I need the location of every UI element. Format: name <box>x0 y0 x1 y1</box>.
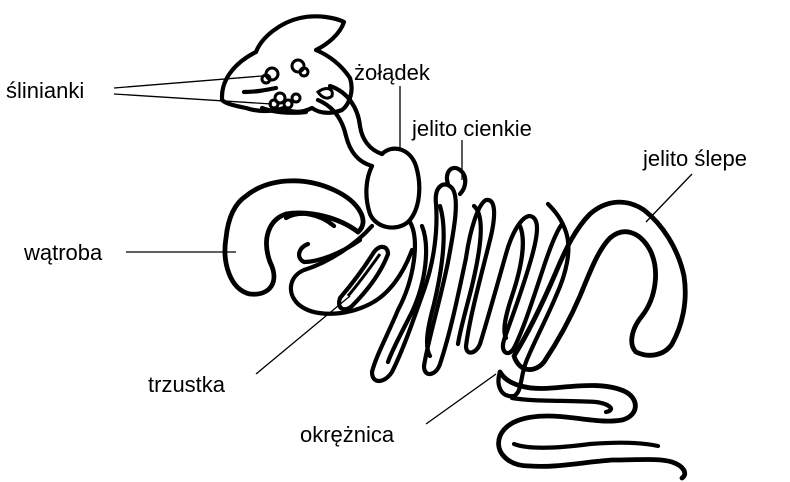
colon <box>499 372 685 478</box>
duodenum <box>291 226 412 314</box>
head-outline <box>222 16 352 112</box>
label-pancreas: trzustka <box>148 372 226 397</box>
label-liver: wątroba <box>23 240 103 265</box>
small-intestine <box>372 168 568 396</box>
oesophagus-and-stomach <box>318 86 419 228</box>
caecum <box>514 202 685 369</box>
label-small-intestine: jelito cienkie <box>411 116 532 141</box>
label-stomach: żołądek <box>354 60 431 85</box>
pancreas <box>339 247 388 309</box>
label-caecum: jelito ślepe <box>642 146 747 171</box>
label-colon: okrężnica <box>300 422 395 447</box>
label-salivary-glands: ślinianki <box>6 78 84 103</box>
